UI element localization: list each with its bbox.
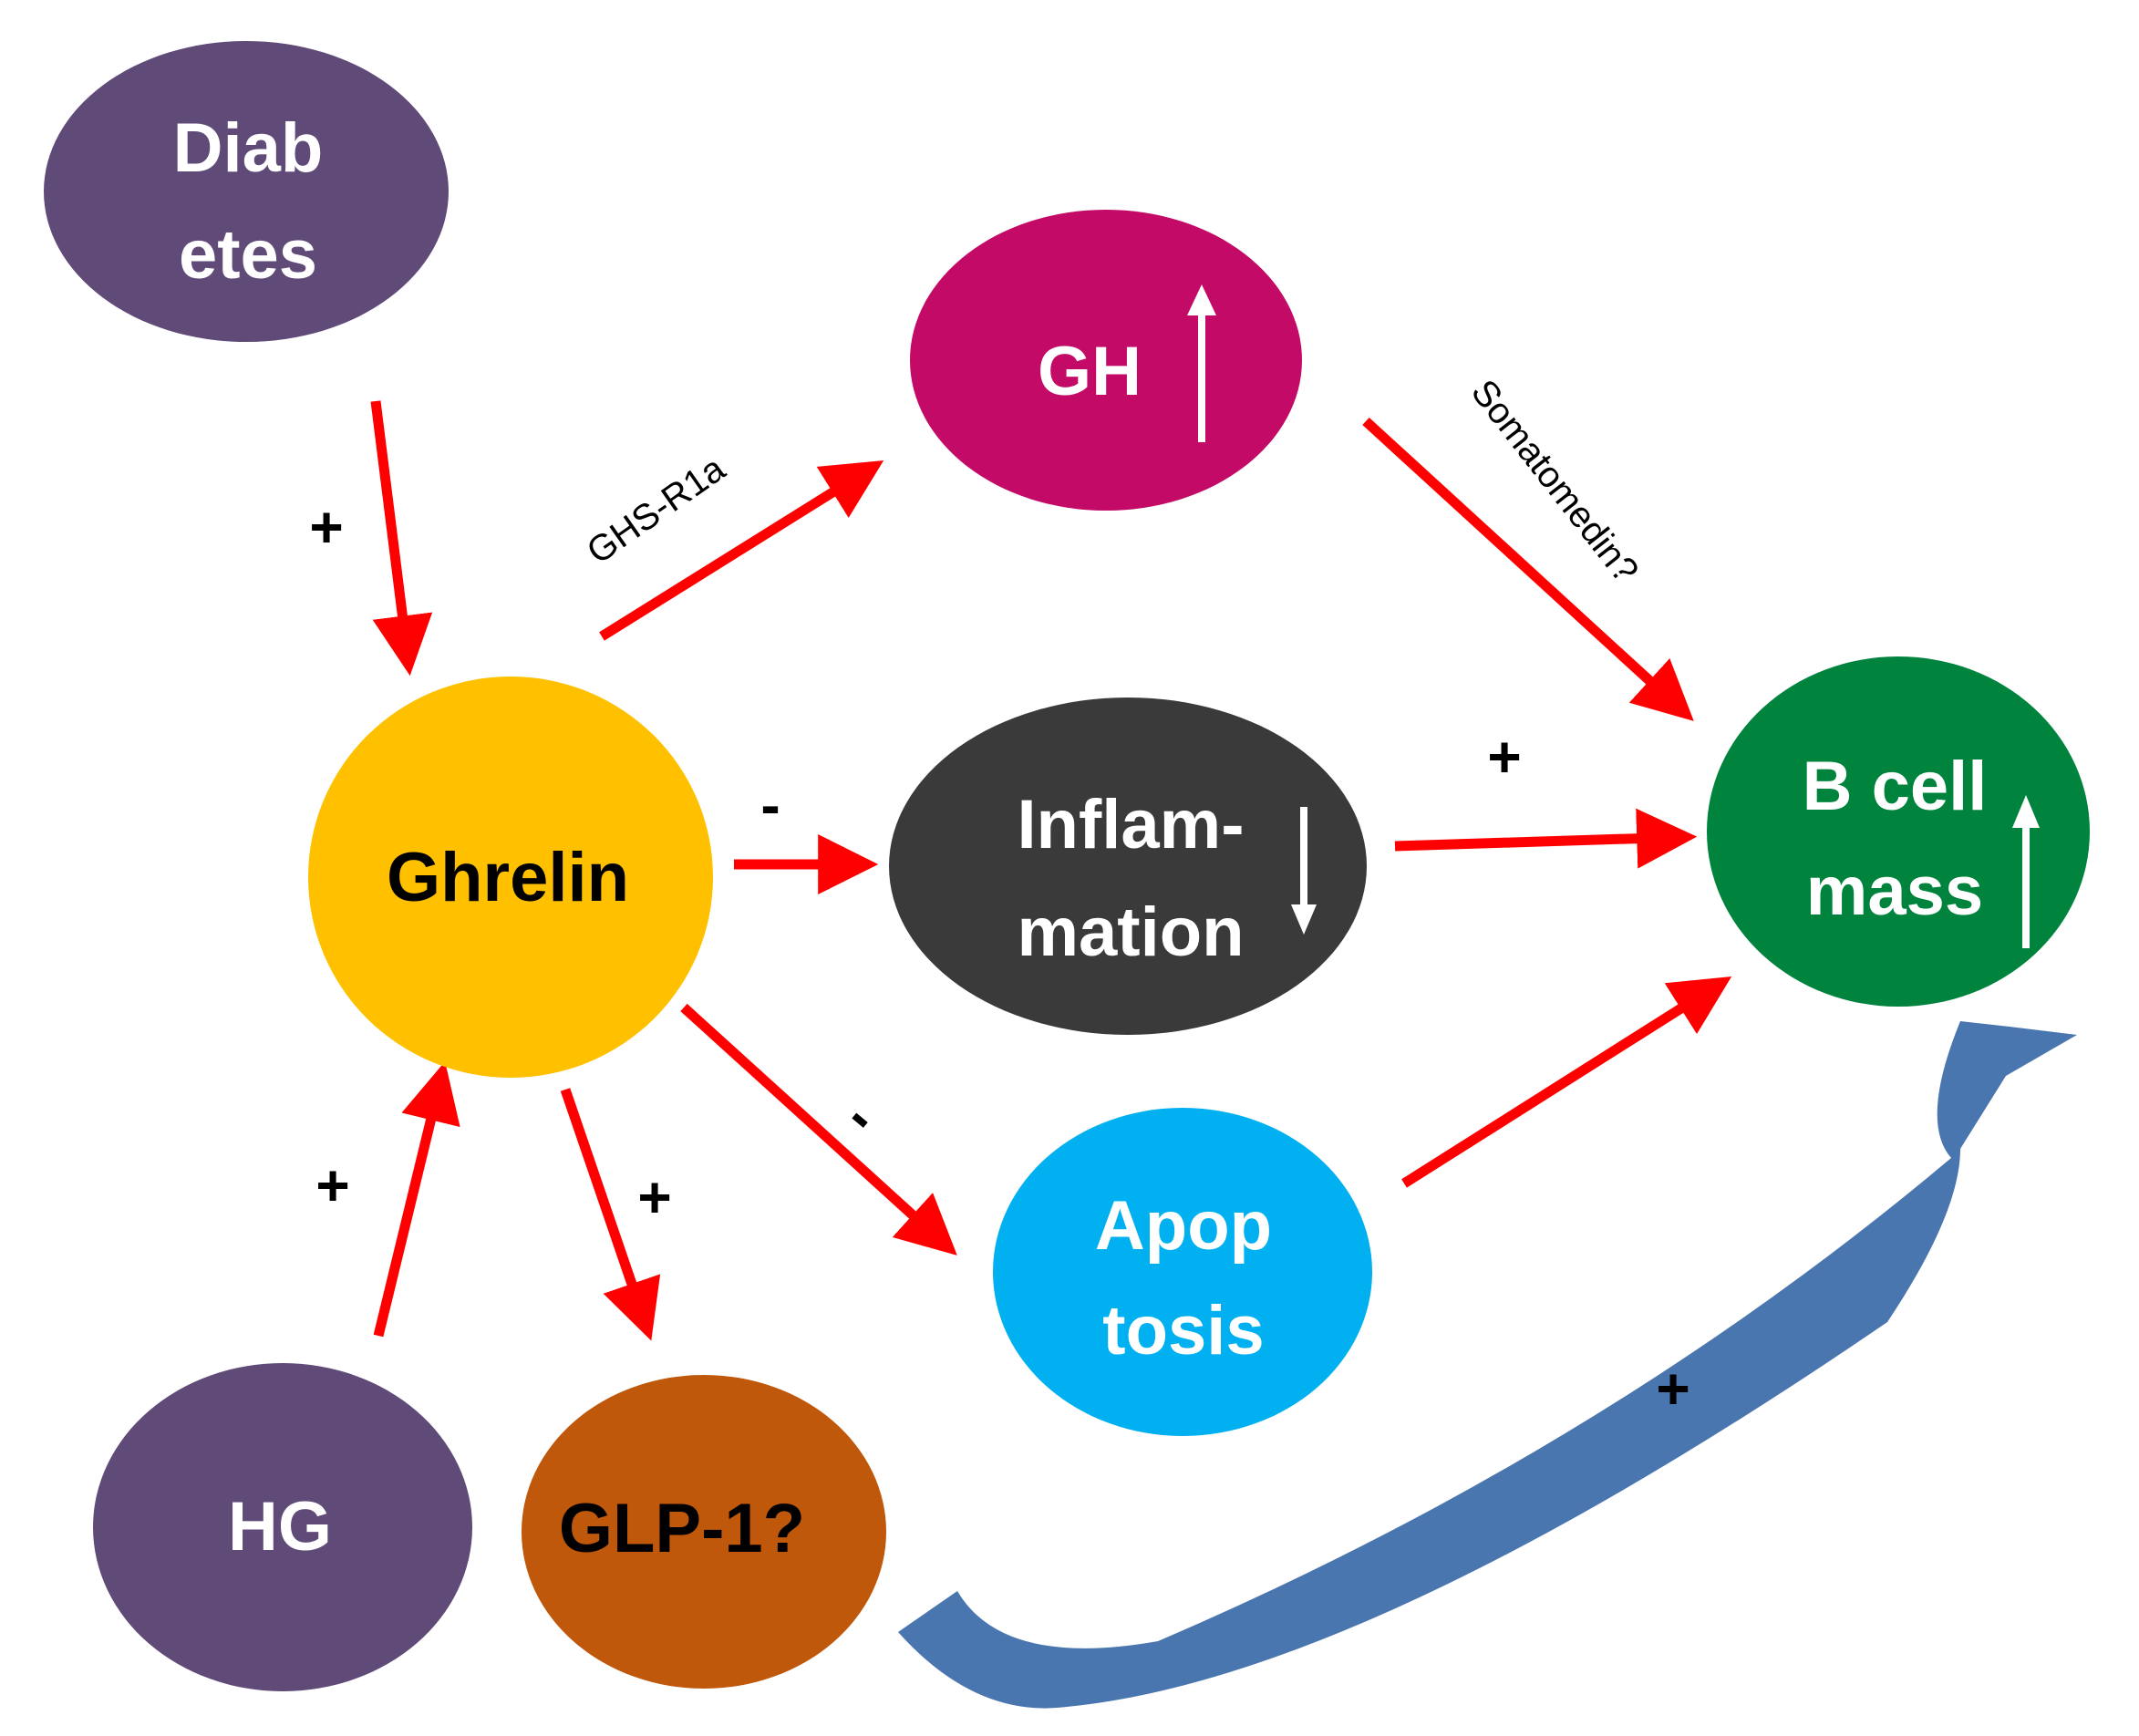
node-glp1: GLP-1?	[522, 1375, 886, 1689]
inflammation-label-line2: mation	[1017, 894, 1244, 971]
ghrelin-shape	[308, 677, 713, 1078]
node-inflammation: Inflam- mation	[889, 698, 1367, 1035]
arrow-diabetes-to-ghrelin	[370, 400, 433, 677]
label-somatomedin: Somatomedin?	[1463, 372, 1646, 590]
hg-shape	[93, 1363, 472, 1691]
sign-hg-to-ghrelin: +	[315, 1152, 349, 1218]
up-arrow-icon	[1187, 284, 1216, 442]
label-ghs-r1a: GHS-R1a	[580, 448, 733, 572]
diabetes-shape	[44, 41, 449, 342]
sign-glp1-to-bcell: +	[1656, 1356, 1690, 1421]
apoptosis-label-line1: Apop	[1095, 1187, 1272, 1265]
apoptosis-label-line2: tosis	[1102, 1292, 1264, 1369]
node-bcell-mass: B cell mass	[1707, 656, 2090, 1007]
apoptosis-shape	[993, 1108, 1372, 1436]
sign-inflammation-to-bcell: +	[1487, 724, 1521, 790]
node-hg: HG	[93, 1363, 472, 1691]
inflammation-shape	[889, 698, 1367, 1035]
arrow-apoptosis-to-bcell	[1401, 976, 1732, 1188]
glp1-to-bcell-curved-arrow	[898, 1021, 2077, 1709]
ghrelin-label: Ghrelin	[387, 839, 629, 916]
sign-ghrelin-to-apoptosis: -	[834, 1085, 892, 1148]
red-arrows	[370, 400, 1732, 1341]
curved-arrow-body	[898, 1021, 2077, 1709]
diabetes-label-line1: Diab	[173, 109, 324, 187]
diabetes-label-line2: etes	[179, 216, 317, 294]
arrow-ghrelin-to-apoptosis	[680, 1003, 957, 1256]
down-arrow-icon	[1291, 807, 1317, 935]
arrow-hg-to-ghrelin	[373, 1061, 460, 1338]
bcell-label-line2: mass	[1806, 852, 1983, 930]
bcell-shape	[1707, 656, 2090, 1007]
hg-label: HG	[228, 1488, 332, 1566]
gh-label: GH	[1038, 333, 1142, 410]
node-gh: GH	[910, 210, 1302, 511]
arrow-ghrelin-to-glp1	[560, 1088, 661, 1341]
glp1-shape	[522, 1375, 886, 1689]
sign-ghrelin-to-inflammation: -	[760, 772, 780, 838]
arrow-gh-to-bcell	[1362, 417, 1694, 721]
inflammation-label-line1: Inflam-	[1017, 786, 1244, 863]
node-ghrelin: Ghrelin	[308, 677, 713, 1078]
sign-ghrelin-to-glp1: +	[637, 1164, 671, 1230]
bcell-label-line1: B cell	[1803, 748, 1988, 825]
node-diabetes: Diab etes	[44, 41, 449, 342]
node-apoptosis: Apop tosis	[993, 1108, 1372, 1436]
sign-diabetes-to-ghrelin: +	[309, 494, 343, 560]
up-arrow-icon	[2012, 795, 2040, 948]
arrow-inflammation-to-bcell	[1394, 808, 1698, 869]
arrow-ghrelin-to-gh	[599, 460, 884, 641]
glp1-label: GLP-1?	[559, 1490, 805, 1567]
